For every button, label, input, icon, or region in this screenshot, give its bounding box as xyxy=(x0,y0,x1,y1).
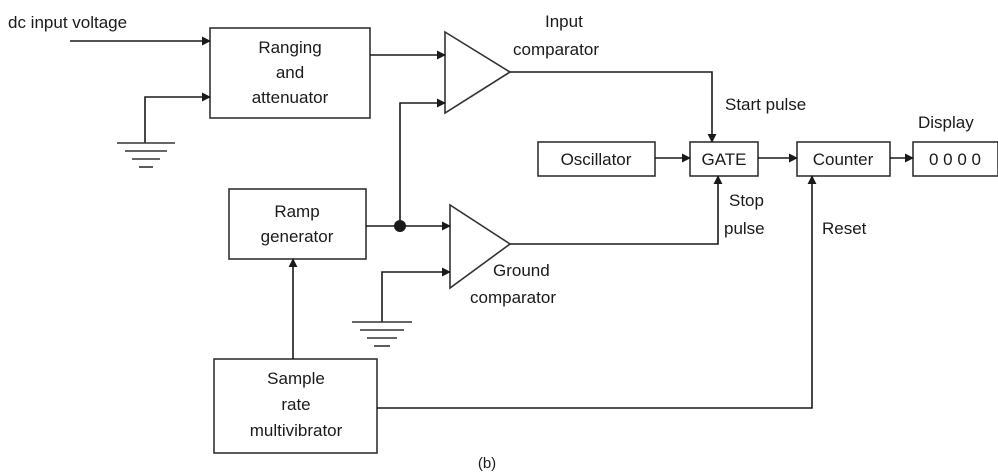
ground-comparator-symbol xyxy=(449,203,512,290)
display-label: Display xyxy=(918,113,974,132)
counter-block xyxy=(796,141,891,177)
ranging-label-1: Ranging xyxy=(258,38,321,57)
oscillator-block xyxy=(537,141,656,177)
oscillator-label: Oscillator xyxy=(561,150,632,169)
ground-symbol-left xyxy=(117,142,175,168)
ranging-label-2: and xyxy=(276,63,304,82)
ramp-generator-label-1: Ramp xyxy=(274,202,319,221)
ramp-generator-block xyxy=(228,188,367,260)
start-pulse-label: Start pulse xyxy=(725,95,806,114)
figure-caption: (b) xyxy=(478,455,496,472)
stop-pulse-label-2: pulse xyxy=(724,219,765,238)
sample-rate-label-1: Sample xyxy=(267,369,325,388)
reset-label: Reset xyxy=(822,219,867,238)
input-comparator-symbol xyxy=(444,30,512,115)
input-comparator-label-2: comparator xyxy=(513,40,599,59)
gate-label: GATE xyxy=(701,150,746,169)
counter-label: Counter xyxy=(813,150,874,169)
stop-pulse-label-1: Stop xyxy=(729,191,764,210)
sample-rate-label-3: multivibrator xyxy=(250,421,343,440)
reset-wire xyxy=(377,175,817,409)
ramp-generator-label-2: generator xyxy=(261,227,334,246)
input-comparator-label-1: Input xyxy=(545,12,583,31)
display-value: 0 0 0 0 xyxy=(929,150,981,169)
ramp-to-input-comparator-wire xyxy=(399,98,446,226)
ground-comparator-ground-wire xyxy=(381,267,451,322)
ranging-attenuator-block xyxy=(209,27,371,119)
ground-comparator-label-2: comparator xyxy=(470,288,556,307)
junction-dot xyxy=(394,220,406,232)
stop-pulse-wire xyxy=(510,175,723,245)
ground-comparator-label-1: Ground xyxy=(493,261,550,280)
ranging-ground-wire xyxy=(144,92,211,143)
sample-rate-multivibrator-block xyxy=(213,358,378,454)
sample-rate-label-2: rate xyxy=(281,395,310,414)
gate-block xyxy=(689,141,759,177)
ranging-label-3: attenuator xyxy=(252,88,329,107)
dc-input-voltage-label: dc input voltage xyxy=(8,13,127,32)
ground-symbol-middle xyxy=(352,321,412,347)
start-pulse-wire xyxy=(510,71,717,143)
